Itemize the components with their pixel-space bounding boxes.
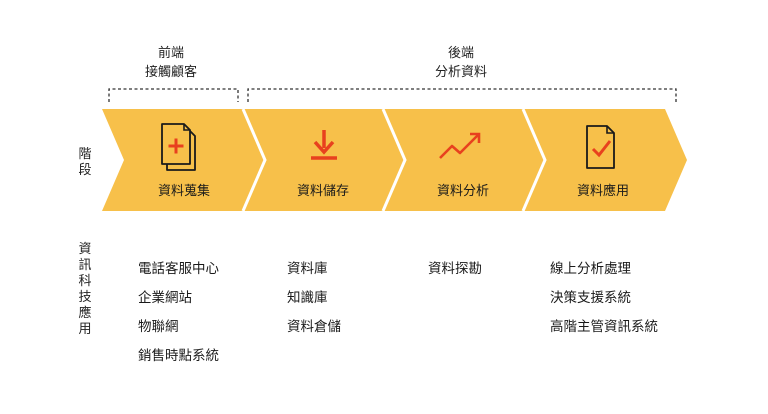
tech-list-analyze: 資料探勘 xyxy=(428,259,482,288)
chevron-divider-2 xyxy=(381,108,407,212)
group-label-frontend: 前端 接觸顧客 xyxy=(144,46,197,80)
list-item: 銷售時點系統 xyxy=(138,348,219,364)
document-plus-icon xyxy=(161,123,196,171)
list-item: 決策支援系統 xyxy=(550,290,631,306)
tech-list-apply: 線上分析處理 決策支援系統 高階主管資訊系統 xyxy=(550,259,658,346)
stage-label-apply: 資料應用 xyxy=(577,183,629,199)
list-item: 資料庫 xyxy=(287,261,328,277)
tech-list-collect: 電話客服中心 企業網站 物聯網 銷售時點系統 xyxy=(138,259,219,375)
list-item: 資料探勘 xyxy=(428,261,482,277)
tech-list-store: 資料庫 知識庫 資料倉儲 xyxy=(287,259,341,346)
list-item: 物聯網 xyxy=(138,319,179,335)
chevron-divider-1 xyxy=(241,108,267,212)
stage-label-analyze: 資料分析 xyxy=(437,184,489,199)
list-item: 線上分析處理 xyxy=(550,261,631,277)
list-item: 企業網站 xyxy=(138,290,192,306)
stage-label-store: 資料儲存 xyxy=(297,184,349,199)
row-label-stage: 階段 xyxy=(78,147,92,178)
group-brackets xyxy=(108,88,677,102)
process-chevrons: 資料蒐集 資料儲存 資料分析 資料應用 xyxy=(102,108,687,212)
list-item: 高階主管資訊系統 xyxy=(550,319,658,335)
stage-chevron-2 xyxy=(243,109,405,211)
document-check-icon xyxy=(586,125,615,169)
bracket-frontend xyxy=(108,88,239,102)
list-item: 知識庫 xyxy=(287,290,328,306)
trend-up-icon xyxy=(439,132,481,159)
stage-label-collect: 資料蒐集 xyxy=(158,183,210,199)
download-icon xyxy=(311,130,337,160)
stage-chevron-4 xyxy=(523,109,687,211)
stage-chevron-3 xyxy=(383,109,545,211)
list-item: 資料倉儲 xyxy=(287,319,341,335)
group-label-backend: 後端 分析資料 xyxy=(434,46,487,80)
bracket-backend xyxy=(247,88,677,102)
row-label-technology: 資訊科技應用 xyxy=(78,242,92,337)
chevron-divider-3 xyxy=(521,108,547,212)
list-item: 電話客服中心 xyxy=(138,261,219,277)
